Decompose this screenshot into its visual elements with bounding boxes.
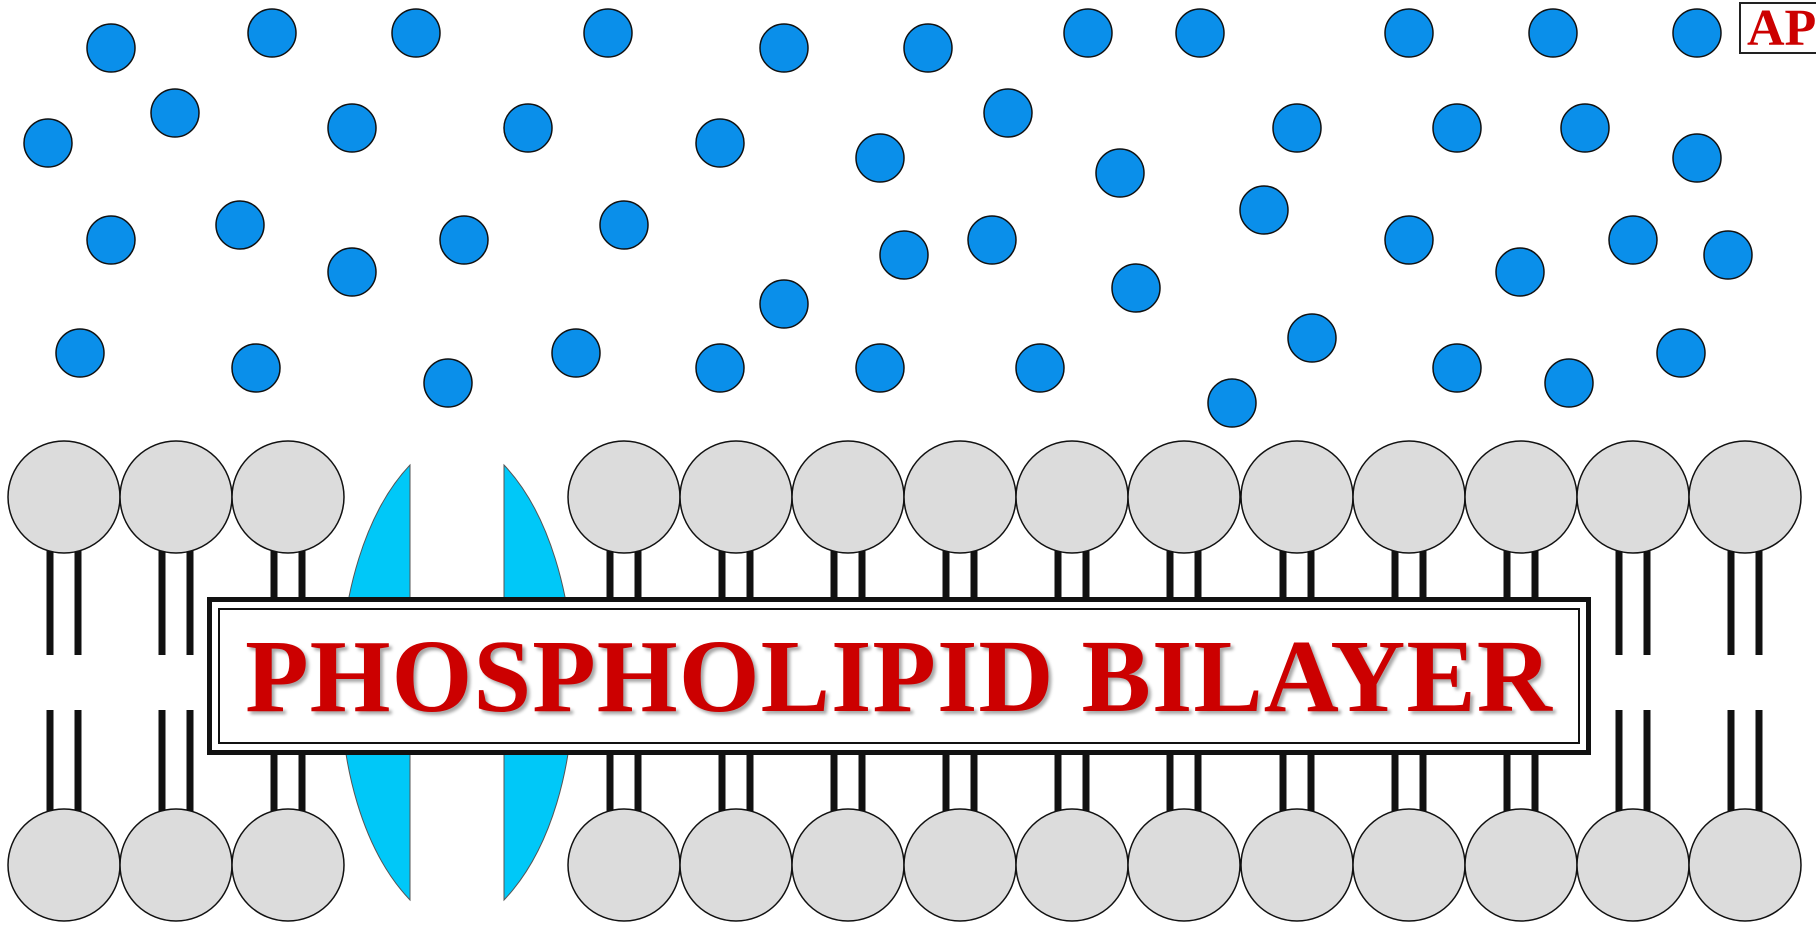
phospholipid-head	[1352, 808, 1466, 922]
solute-molecule	[855, 343, 905, 393]
phospholipid-head	[7, 440, 121, 554]
solute-molecule	[86, 23, 136, 73]
solute-molecule	[1432, 103, 1482, 153]
solute-molecule	[231, 343, 281, 393]
solute-molecule	[1495, 247, 1545, 297]
title-box: PHOSPHOLIPID BILAYER	[207, 597, 1591, 755]
solute-molecule	[551, 328, 601, 378]
solute-molecule	[327, 247, 377, 297]
solute-molecule	[439, 215, 489, 265]
phospholipid-head	[1240, 808, 1354, 922]
solute-molecules	[23, 8, 1753, 428]
solute-molecule	[1432, 343, 1482, 393]
solute-molecule	[1560, 103, 1610, 153]
solute-molecule	[1063, 8, 1113, 58]
phospholipid-head	[791, 808, 905, 922]
solute-molecule	[1672, 8, 1722, 58]
solute-molecule	[583, 8, 633, 58]
solute-molecule	[1544, 358, 1594, 408]
solute-molecule	[150, 88, 200, 138]
phospholipid-head	[1576, 440, 1690, 554]
solute-molecule	[1015, 343, 1065, 393]
phospholipid-head	[1464, 808, 1578, 922]
solute-molecule	[1095, 148, 1145, 198]
solute-molecule	[1207, 378, 1257, 428]
phospholipid-head	[791, 440, 905, 554]
diagram-title: PHOSPHOLIPID BILAYER	[245, 618, 1553, 734]
phospholipid-head	[119, 440, 233, 554]
solute-molecule	[503, 103, 553, 153]
phospholipid-head	[231, 440, 345, 554]
phospholipid-head	[1015, 808, 1129, 922]
solute-molecule	[327, 103, 377, 153]
solute-molecule	[903, 23, 953, 73]
phospholipid-head	[1127, 440, 1241, 554]
solute-molecule	[247, 8, 297, 58]
solute-molecule	[1239, 185, 1289, 235]
solute-molecule	[1608, 215, 1658, 265]
solute-molecule	[983, 88, 1033, 138]
phospholipid-head	[679, 440, 793, 554]
solute-molecule	[1175, 8, 1225, 58]
phospholipid-head	[1688, 440, 1802, 554]
phospholipid-head	[567, 808, 681, 922]
phospholipid-head	[903, 808, 1017, 922]
phospholipid-head	[1240, 440, 1354, 554]
solute-molecule	[1528, 8, 1578, 58]
solute-molecule	[695, 118, 745, 168]
phospholipid-head	[1688, 808, 1802, 922]
solute-molecule	[423, 358, 473, 408]
solute-molecule	[599, 200, 649, 250]
phospholipid-head	[903, 440, 1017, 554]
solute-molecule	[759, 279, 809, 329]
solute-molecule	[23, 118, 73, 168]
solute-molecule	[1384, 8, 1434, 58]
phospholipid-head	[1015, 440, 1129, 554]
solute-molecule	[855, 133, 905, 183]
phospholipid-head	[1576, 808, 1690, 922]
solute-molecule	[1272, 103, 1322, 153]
solute-molecule	[1703, 230, 1753, 280]
solute-molecule	[55, 328, 105, 378]
solute-molecule	[86, 215, 136, 265]
solute-molecule	[1111, 263, 1161, 313]
solute-molecule	[879, 230, 929, 280]
solute-molecule	[759, 23, 809, 73]
phospholipid-head	[1127, 808, 1241, 922]
phospholipid-head	[567, 440, 681, 554]
solute-molecule	[1287, 313, 1337, 363]
solute-molecule	[967, 215, 1017, 265]
phospholipid-head	[119, 808, 233, 922]
solute-molecule	[391, 8, 441, 58]
solute-molecule	[1384, 215, 1434, 265]
phospholipid-head	[7, 808, 121, 922]
solute-molecule	[1672, 133, 1722, 183]
corner-label: AP	[1739, 2, 1816, 54]
solute-molecule	[215, 200, 265, 250]
solute-molecule	[695, 343, 745, 393]
phospholipid-head	[679, 808, 793, 922]
phospholipid-heads	[7, 440, 1802, 922]
solute-molecule	[1656, 328, 1706, 378]
phospholipid-head	[231, 808, 345, 922]
phospholipid-head	[1352, 440, 1466, 554]
phospholipid-head	[1464, 440, 1578, 554]
